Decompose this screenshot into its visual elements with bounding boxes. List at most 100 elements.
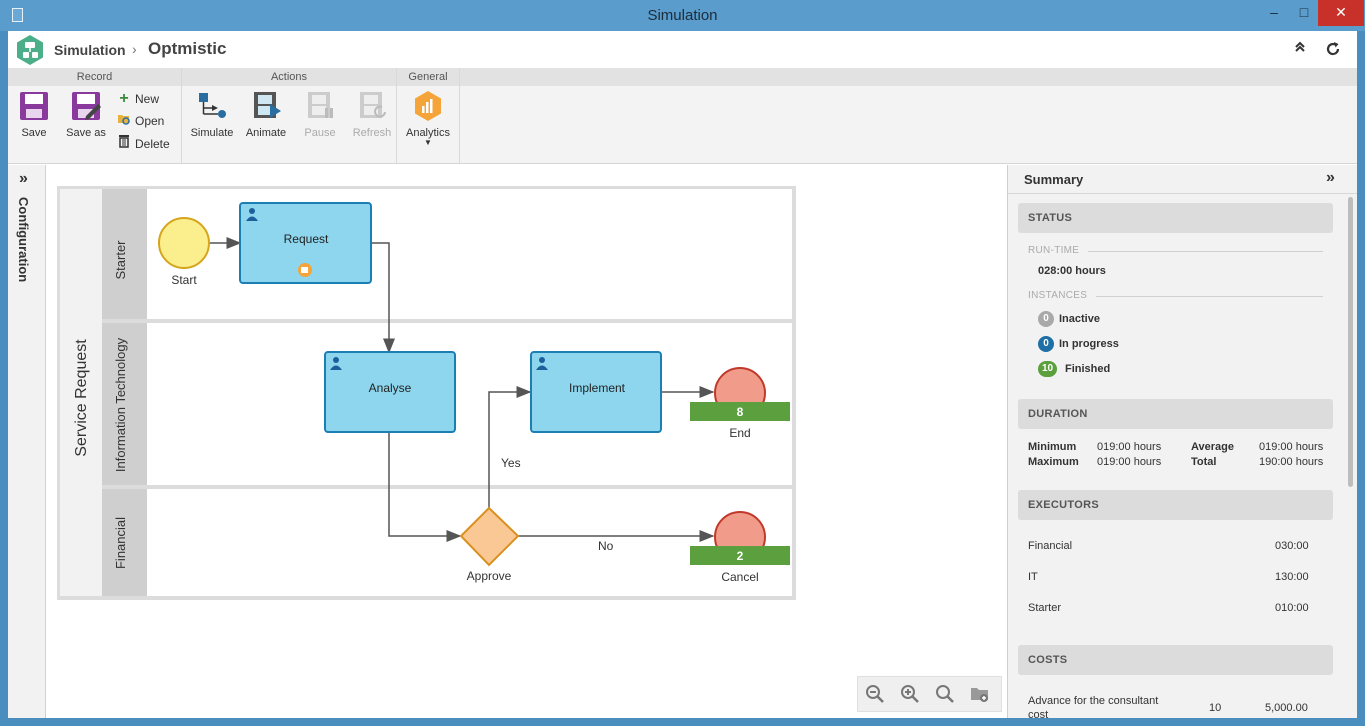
task-request[interactable] [239,202,372,284]
close-button[interactable]: ✕ [1318,0,1364,26]
expand-configuration-icon[interactable]: » [19,170,28,187]
in-progress-label: In progress [1059,338,1119,350]
flow-request-analyse[interactable] [371,242,395,354]
summary-scrollbar[interactable] [1348,197,1353,487]
lane-header-starter [102,189,147,319]
zoom-in-icon[interactable] [899,683,921,705]
save-button[interactable]: Save [16,90,52,139]
summary-divider [1008,193,1357,194]
general-group-title: General [397,68,459,86]
simulate-button[interactable]: Simulate [190,90,234,139]
lane-divider [102,319,794,323]
end-count: 8 [737,405,744,419]
duration-section-header[interactable]: DURATION [1018,399,1333,429]
save-as-button[interactable]: Save as [64,90,108,139]
breadcrumb-root[interactable]: Simulation [54,42,126,58]
runtime-rule [1088,251,1323,252]
lane-label-financial: Financial [113,517,128,569]
open-label: Open [135,114,165,128]
ribbon-toolbar: Record Save Save as +New [8,68,1357,164]
pool-header [60,189,102,596]
lane-header-it [102,323,147,485]
dropdown-caret-icon: ▼ [424,138,432,147]
flow-label-yes: Yes [501,456,521,470]
analytics-label: Analytics [405,127,451,139]
task-request-label: Request [284,232,329,246]
costs-section-header[interactable]: COSTS [1018,645,1333,675]
page-title: Optmistic [148,39,227,58]
instances-label: INSTANCES [1028,290,1088,301]
refresh-button[interactable]: Refresh [350,90,394,139]
save-as-icon [72,92,101,120]
flow-analyse-approve[interactable] [388,433,462,542]
animate-button[interactable]: Animate [244,90,288,139]
cost-name: Advance for the consultant cost [1028,695,1159,718]
approve-gateway[interactable] [459,506,520,567]
general-group: General Analytics ▼ [397,68,460,164]
lane-header-financial [102,489,147,596]
open-button[interactable]: Open [116,112,164,130]
task-analyse[interactable] [324,351,456,433]
title-bar: Simulation – □ ✕ [0,0,1365,31]
zoom-fit-icon[interactable] [934,683,956,705]
record-group-title: Record [8,68,181,86]
maximize-button[interactable]: □ [1299,4,1309,20]
animate-label: Animate [245,127,287,139]
form-attachment-icon [298,263,312,277]
minimum-label: Minimum [1028,441,1077,453]
new-button[interactable]: +New [116,90,159,108]
reload-icon[interactable] [1323,40,1343,60]
status-section-header[interactable]: STATUS [1018,203,1333,233]
flow-label-no: No [598,539,614,553]
zoom-out-icon[interactable] [864,683,886,705]
average-value: 019:00 hours [1259,441,1324,453]
task-implement[interactable] [530,351,662,433]
flow-approve-implement[interactable] [488,386,532,508]
floppy-disk-icon [20,92,48,120]
trash-icon [116,134,132,153]
cost-quantity: 10 [1209,702,1222,714]
refresh-film-icon [360,92,386,118]
open-folder-icon [116,112,132,130]
instances-rule [1096,296,1323,297]
cancel-count: 2 [737,549,744,563]
total-value: 190:00 hours [1259,456,1324,468]
header: Simulation › Optmistic [8,31,1357,68]
user-task-icon [330,357,342,370]
cost-value: 5,000.00 [1265,702,1308,714]
start-event[interactable] [158,217,210,269]
analytics-button[interactable]: Analytics ▼ [404,90,452,147]
user-task-icon [246,208,258,221]
film-play-icon [254,92,281,118]
executor-name: IT [1028,571,1038,583]
executor-name: Starter [1028,602,1062,614]
delete-label: Delete [135,137,170,151]
collapse-ribbon-icon[interactable] [1290,40,1310,60]
configuration-label: Configuration [16,197,31,283]
collapse-summary-icon[interactable]: » [1326,169,1335,186]
minimize-button[interactable]: – [1270,4,1278,20]
average-label: Average [1191,441,1235,453]
breadcrumb-separator: › [132,41,137,57]
maximum-label: Maximum [1028,456,1079,468]
cancel-count-bar [690,546,790,565]
analytics-chart-icon [415,91,441,121]
pause-button[interactable]: Pause [298,90,342,139]
lane-label-starter: Starter [113,240,128,280]
simulation-logo-icon [17,35,43,65]
export-folder-icon[interactable] [969,683,991,705]
document-icon [12,8,23,22]
delete-button[interactable]: Delete [116,134,170,152]
lane-label-it: Information Technology [113,337,128,472]
simulate-flow-icon [199,93,226,118]
zoom-toolbar [857,676,1002,712]
inactive-label: Inactive [1059,313,1100,325]
pause-film-icon [308,92,333,118]
plus-icon: + [119,90,129,107]
executors-section-header[interactable]: EXECUTORS [1018,490,1333,520]
diagram-canvas[interactable]: Service Request Starter Information Tech… [47,165,1007,718]
pause-label: Pause [304,127,336,139]
finished-label: Finished [1065,363,1111,375]
configuration-panel-collapsed[interactable]: » Configuration [8,165,46,718]
inactive-count-badge: 0 [1038,311,1054,327]
